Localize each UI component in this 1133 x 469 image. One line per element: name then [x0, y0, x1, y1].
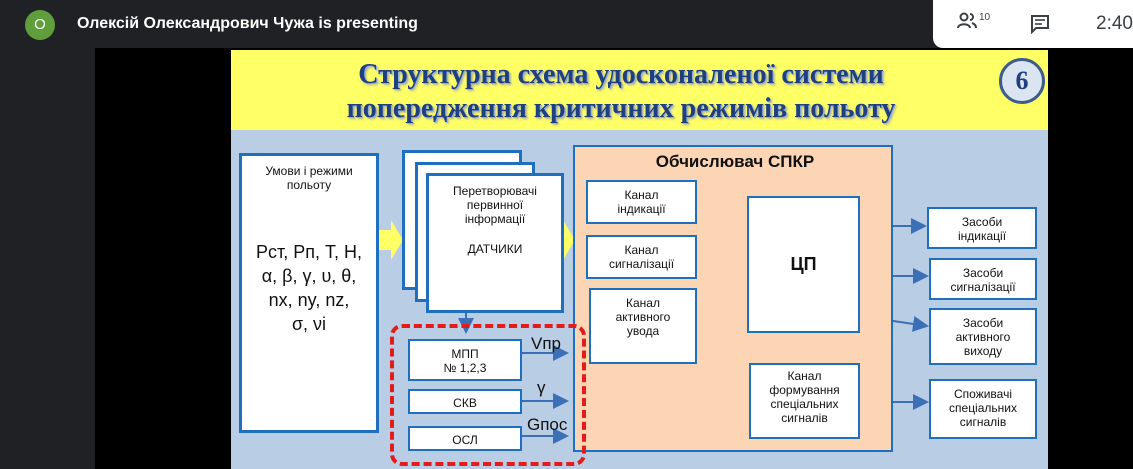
computer-title: Обчислювач СПКР — [655, 152, 815, 171]
mpp-block: МПП № 1,2,3 — [408, 339, 522, 381]
sensors-block: Перетворювачі первинної інформації ДАТЧИ… — [426, 173, 564, 313]
cpu-block: ЦП — [747, 196, 860, 333]
conditions-header-line1: Умови і режими — [265, 164, 353, 178]
flow-arrow-1 — [377, 220, 403, 260]
osl-label: ОСЛ — [452, 433, 478, 447]
params-line4: σ, νi — [291, 314, 327, 334]
v-label: Vпр — [531, 334, 561, 353]
channel-active-block: Канал активного увода — [589, 288, 697, 364]
sensors-line1: Перетворювачі — [453, 184, 537, 198]
skv-label: СКВ — [453, 396, 477, 410]
chat-button[interactable] — [1030, 14, 1054, 36]
participants-button[interactable]: 10 — [957, 12, 997, 36]
channel-active-line3: увода — [626, 324, 660, 338]
channel-special-line3: спеціальних — [770, 397, 839, 411]
output-indication-line2: індикації — [957, 229, 1007, 243]
sensors-line2: первинної — [466, 198, 524, 212]
output-active-line1: Засоби — [962, 316, 1004, 330]
channel-special-line4: сигналів — [781, 411, 828, 425]
sensors-label: ДАТЧИКИ — [467, 242, 523, 256]
output-consumers-line2: спеціальних — [949, 401, 1017, 415]
gamma-label: γ — [537, 378, 546, 397]
slide-title: Структурна схема удосконаленої системи п… — [291, 58, 951, 126]
channel-signal-line2: сигналізації — [608, 257, 675, 271]
channel-indication-block: Канал індикації — [586, 180, 697, 224]
conditions-header-line2: польоту — [286, 178, 332, 192]
meeting-controls-panel: 10 2:40 — [933, 0, 1133, 48]
mpp-line1: МПП — [451, 347, 479, 361]
channel-active-line2: активного — [615, 310, 671, 324]
output-consumers-line3: сигналів — [959, 415, 1007, 429]
skv-block: СКВ — [408, 389, 522, 414]
output-active-block: Засоби активного виходу — [929, 308, 1037, 365]
channel-special-line2: формування — [769, 383, 840, 397]
params-line3: nx, ny, nz, — [268, 290, 350, 310]
sensors-line3: інформації — [464, 212, 526, 226]
channel-signal-block: Канал сигналізації — [586, 235, 697, 279]
output-indication-line1: Засоби — [961, 215, 1003, 229]
flight-conditions-block: Умови і режими польоту Pст, Pп, T, H, α,… — [239, 153, 379, 433]
output-active-line2: активного — [955, 330, 1011, 344]
clock-time: 2:40 — [1096, 13, 1133, 34]
people-icon — [957, 12, 977, 29]
output-indication-block: Засоби індикації — [927, 207, 1037, 249]
red-dashed-group — [390, 324, 586, 466]
slide-title-line2: попередження критичних режимів польоту — [346, 93, 896, 124]
output-active-line3: виходу — [963, 344, 1003, 358]
osl-block: ОСЛ — [408, 426, 522, 451]
cpu-label: ЦП — [790, 254, 817, 274]
channel-special-block: Канал формування спеціальних сигналів — [749, 363, 860, 439]
presenter-avatar: О — [25, 10, 55, 40]
params-line2: α, β, γ, υ, θ, — [261, 266, 357, 286]
slide-header: Структурна схема удосконаленої системи п… — [231, 50, 1048, 130]
g-label: Gпос — [527, 415, 568, 434]
output-signal-block: Засоби сигналізації — [929, 258, 1037, 300]
output-consumers-block: Споживачі спеціальних сигналів — [929, 379, 1037, 439]
channel-indication-line1: Канал — [624, 188, 659, 202]
presenter-label: Олексій Олександрович Чужа is presenting — [77, 15, 418, 32]
output-signal-line2: сигналізації — [950, 280, 1016, 294]
flight-parameters: Pст, Pп, T, H, α, β, γ, υ, θ, nx, ny, nz… — [242, 240, 376, 336]
meeting-top-bar: О Олексій Олександрович Чужа is presenti… — [0, 0, 1133, 48]
output-consumers-line1: Споживачі — [953, 387, 1012, 401]
channel-signal-line1: Канал — [624, 243, 659, 257]
channel-special-line1: Канал — [787, 369, 822, 383]
channel-active-line1: Канал — [626, 296, 660, 310]
output-signal-line1: Засоби — [962, 266, 1004, 280]
slide-title-line1: Структурна схема удосконаленої системи — [358, 59, 884, 90]
chat-icon — [1031, 15, 1049, 35]
params-line1: Pст, Pп, T, H, — [255, 242, 362, 262]
channel-indication-line2: індикації — [617, 202, 666, 216]
participants-count: 10 — [979, 12, 991, 23]
slide-number-badge: 6 — [999, 58, 1045, 104]
mpp-line2: № 1,2,3 — [443, 361, 487, 375]
presentation-slide: Структурна схема удосконаленої системи п… — [231, 50, 1048, 469]
